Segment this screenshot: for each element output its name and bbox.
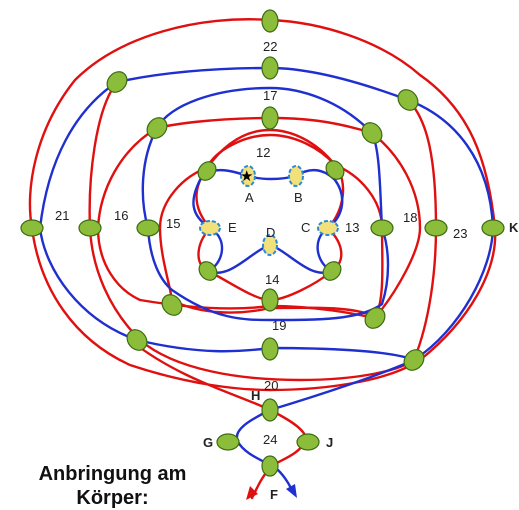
label-e: E: [228, 220, 237, 235]
node: [216, 433, 240, 451]
label-g: G: [203, 435, 213, 450]
crossing-nodes: [20, 9, 505, 477]
label-13: 13: [345, 220, 359, 235]
node: [261, 455, 279, 477]
blue-ring-16: [141, 86, 390, 322]
label-20: 20: [264, 378, 278, 393]
label-21: 21: [55, 208, 69, 223]
node: [106, 71, 128, 93]
label-a: A: [245, 190, 254, 205]
marker-d: [262, 234, 278, 256]
node: [296, 433, 320, 451]
node: [397, 89, 419, 111]
node: [20, 219, 44, 237]
node: [261, 56, 279, 80]
label-f: F: [270, 487, 278, 502]
node: [78, 219, 102, 237]
label-b: B: [294, 190, 303, 205]
blue-inner-wave: [192, 168, 344, 274]
label-12: 12: [256, 145, 270, 160]
marker-e: [199, 220, 221, 236]
marker-a: [240, 165, 256, 187]
node: [261, 398, 279, 422]
node: [370, 219, 394, 237]
marker-b: [288, 165, 304, 187]
node: [161, 294, 183, 316]
node: [403, 349, 425, 371]
label-c: C: [301, 220, 310, 235]
label-15: 15: [166, 216, 180, 231]
label-19: 19: [272, 318, 286, 333]
label-h: H: [251, 388, 260, 403]
node: [361, 122, 383, 144]
node: [126, 329, 148, 351]
red-outer-loop: [28, 18, 497, 392]
marker-c: [317, 220, 339, 236]
red-arrowhead: [246, 486, 258, 500]
node: [424, 219, 448, 237]
label-16: 16: [114, 208, 128, 223]
label-k: K: [509, 220, 519, 235]
label-14: 14: [265, 272, 279, 287]
node: [261, 9, 279, 33]
node: [481, 219, 505, 237]
node: [322, 261, 342, 281]
node: [325, 160, 345, 180]
label-22: 22: [263, 39, 277, 54]
node: [261, 288, 279, 312]
node: [261, 337, 279, 361]
label-j: J: [326, 435, 333, 450]
node: [261, 106, 279, 130]
label-d: D: [266, 225, 275, 240]
node: [136, 219, 160, 237]
node: [197, 161, 217, 181]
label-24: 24: [263, 432, 277, 447]
node: [364, 307, 386, 329]
label-17: 17: [263, 88, 277, 103]
label-23: 23: [453, 226, 467, 241]
node: [146, 117, 168, 139]
caption: Anbringung am Körper:: [38, 463, 187, 509]
blue-lower-stem: [235, 358, 416, 496]
star-icon: ★: [240, 167, 253, 185]
lettered-markers: [199, 165, 339, 256]
blue-arrowhead: [286, 484, 297, 498]
node: [198, 261, 218, 281]
label-18: 18: [403, 210, 417, 225]
